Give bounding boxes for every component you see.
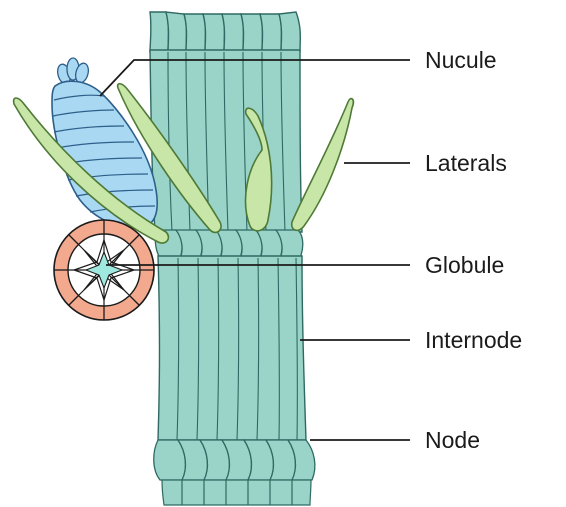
internode bbox=[158, 256, 306, 440]
lower-stem-stub bbox=[162, 480, 311, 505]
label-globule: Globule bbox=[425, 252, 504, 278]
label-nucule: Nucule bbox=[425, 47, 497, 73]
upper-node-cells bbox=[150, 12, 300, 52]
upper-internode bbox=[150, 50, 302, 232]
middle-node-cells bbox=[155, 230, 303, 258]
label-internode: Internode bbox=[425, 327, 522, 353]
lower-node-cells bbox=[154, 440, 315, 480]
label-node: Node bbox=[425, 427, 480, 453]
labels: Nucule Laterals Globule Internode Node bbox=[425, 47, 522, 453]
label-laterals: Laterals bbox=[425, 150, 507, 176]
globule-star bbox=[54, 220, 154, 320]
